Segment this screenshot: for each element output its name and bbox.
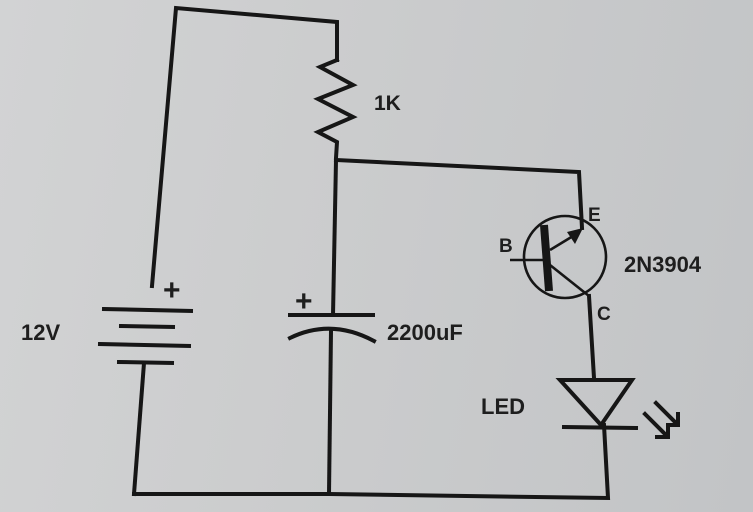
transistor-label: 2N3904 — [624, 252, 702, 277]
wire-battery-to-ground — [131, 360, 147, 497]
transistor-pin-base: B — [499, 236, 513, 257]
led-label: LED — [481, 394, 525, 419]
transistor-pin-emitter: E — [588, 205, 601, 226]
battery-polarity-plus: + — [163, 274, 181, 307]
transistor-pin-collector: C — [597, 304, 611, 325]
wire-bottom — [132, 422, 611, 501]
wire-capacitor-to-ground — [326, 328, 334, 497]
led-bar — [561, 424, 639, 431]
transistor-emitter-arrow — [567, 228, 583, 244]
battery-label: 12V — [21, 320, 60, 345]
resistor-symbol — [313, 57, 358, 161]
capacitor-polarity-plus: + — [295, 285, 313, 318]
battery-plate-2 — [118, 323, 176, 330]
wire-top — [149, 5, 339, 289]
capacitor-label: 2200uF — [387, 320, 463, 345]
wire-resistor-to-emitter — [333, 157, 585, 231]
transistor-body — [522, 214, 608, 300]
led-triangle — [555, 378, 636, 429]
battery-plate-1 — [101, 306, 194, 314]
wire-node-to-capacitor — [330, 157, 339, 318]
capacitor-plate-negative — [287, 326, 377, 344]
transistor-base-bar — [540, 224, 553, 292]
wire-collector-to-led — [586, 293, 597, 381]
light-emission-icon — [642, 400, 680, 439]
transistor-collector-lead — [549, 263, 590, 298]
battery-plate-3 — [97, 341, 192, 349]
resistor-label: 1K — [374, 92, 401, 115]
